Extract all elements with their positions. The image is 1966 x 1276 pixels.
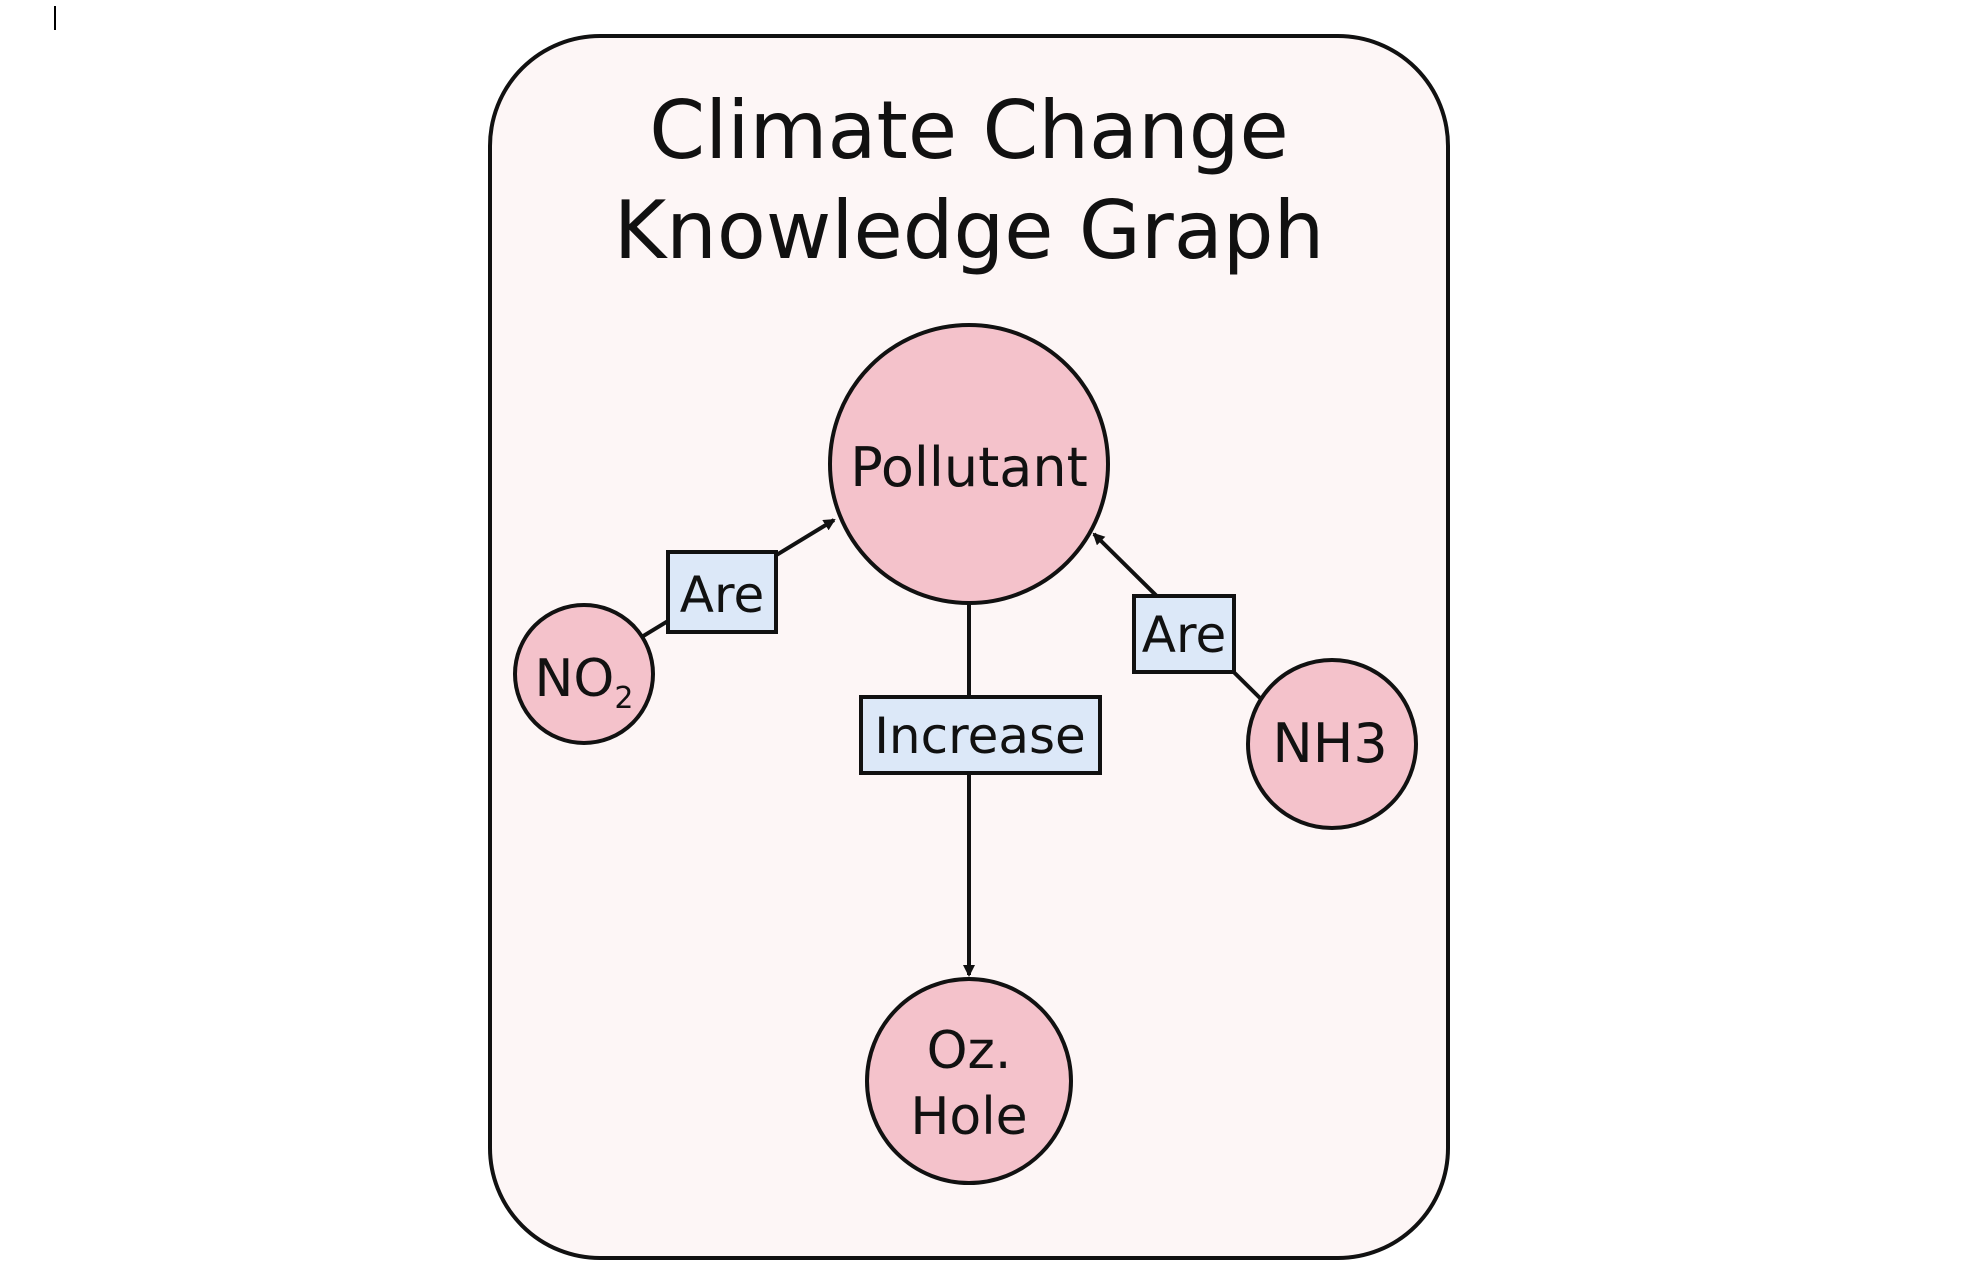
node-nh3	[1246, 658, 1418, 830]
edge-label-box-no2	[666, 550, 778, 634]
node-ozone-hole-line-1: Oz.	[927, 1021, 1012, 1081]
title-line-2: Knowledge Graph	[614, 184, 1325, 277]
node-no2-base: NO	[535, 649, 615, 709]
node-ozone-hole-line-2: Hole	[910, 1087, 1027, 1147]
node-ozone-hole	[865, 977, 1073, 1185]
edge-label-pollutant-to-ozone-hole: Increase	[874, 707, 1086, 765]
edge-label-nh3-to-pollutant: Are	[1142, 606, 1226, 664]
edge-label-box-increase	[859, 695, 1102, 775]
edge-label-box-nh3	[1132, 594, 1236, 674]
node-pollutant	[828, 323, 1110, 605]
title-line-1: Climate Change	[649, 84, 1289, 177]
edge-label-no2-to-pollutant: Are	[680, 566, 764, 624]
node-no2-subscript: 2	[614, 681, 633, 716]
node-no2	[513, 603, 655, 745]
node-no2-label: NO2	[535, 649, 634, 716]
node-pollutant-label: Pollutant	[850, 436, 1088, 499]
node-nh3-label: NH3	[1272, 712, 1387, 775]
text-cursor	[54, 6, 56, 30]
